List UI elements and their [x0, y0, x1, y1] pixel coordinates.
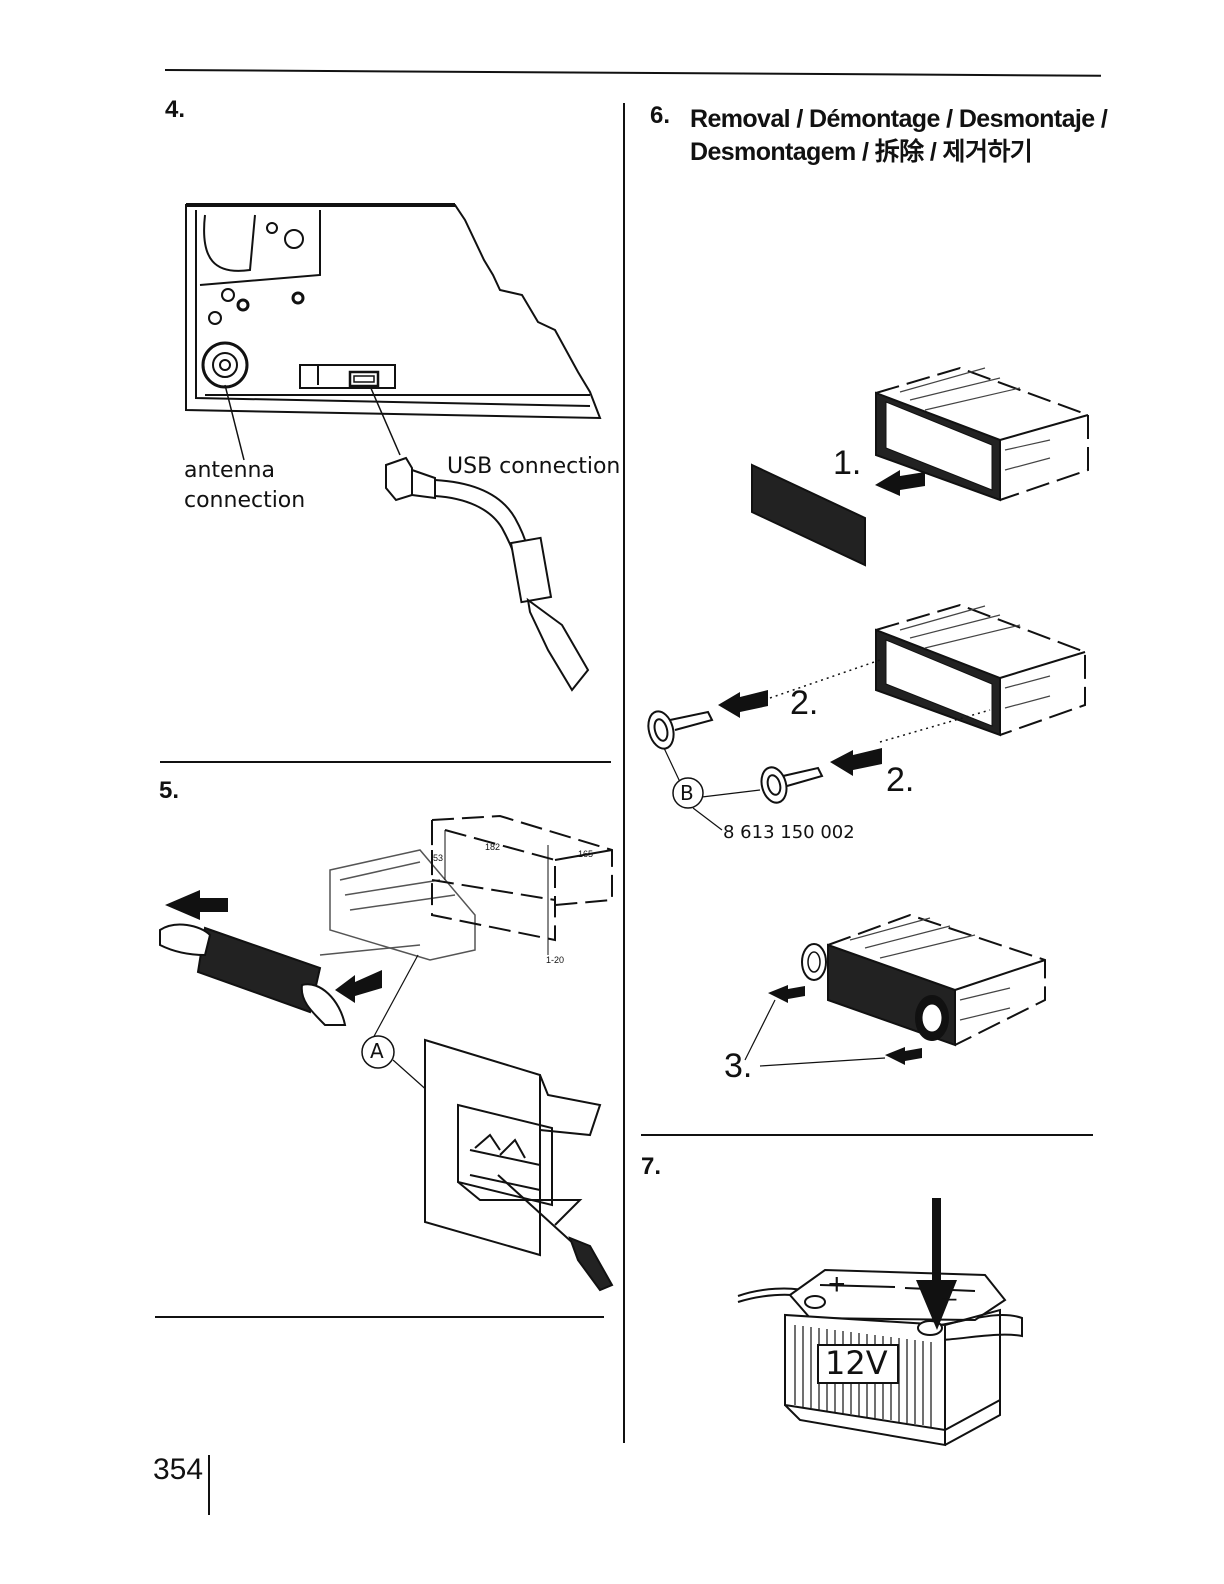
battery-plus-sign: +	[828, 1268, 846, 1302]
battery-minus-sign: –	[942, 1282, 956, 1313]
page-number-rule	[208, 1455, 210, 1515]
battery-voltage-label: 12V	[825, 1344, 888, 1382]
page-number: 354	[153, 1453, 203, 1487]
